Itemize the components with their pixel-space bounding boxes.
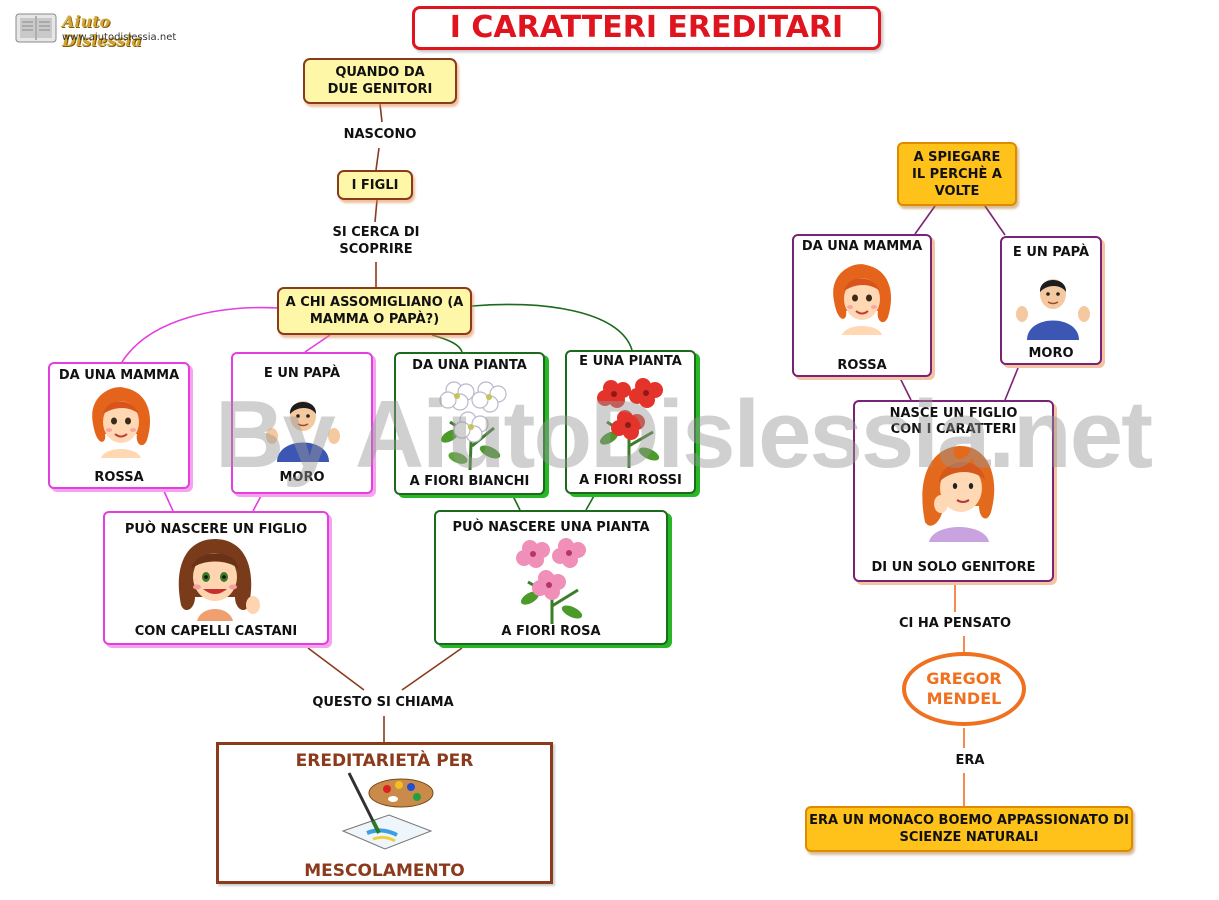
palette-brush-icon (341, 772, 434, 850)
plant-red-bottom: A FIORI ROSSI (579, 473, 682, 488)
red-flower-icon (597, 378, 663, 468)
children-box: I FIGLI (337, 170, 413, 200)
brown-haired-girl-icon (178, 539, 260, 621)
monk-box: ERA UN MONACO BOEMO APPASSIONATO DI SCIE… (805, 806, 1133, 852)
logo-name: Aiuto Dislessia (62, 12, 142, 50)
red-haired-woman-icon (833, 264, 892, 335)
result-top: EREDITARIETÀ PER (295, 751, 474, 771)
resemble-box-text: A CHI ASSOMIGLIANO (A MAMMA O PAPÀ?) (285, 295, 464, 327)
child-card: PUÒ NASCERE UN FIGLIO CON CAPELLI CASTAN… (103, 511, 329, 645)
link-nascono: NASCONO (343, 127, 417, 142)
link-questo: QUESTO SI CHIAMA (312, 695, 454, 710)
children-box-text: I FIGLI (351, 177, 399, 193)
result-box: EREDITARIETÀ PER MESCOLAMENTO (216, 742, 553, 884)
plant-white-top: DA UNA PIANTA (412, 358, 527, 373)
plant-red-card: E UNA PIANTA A FIORI ROSSI (565, 350, 696, 494)
dark-haired-man-icon (266, 401, 340, 462)
right-dad-bottom: MORO (1028, 346, 1074, 361)
plant-white-card: DA UNA PIANTA A FIORI BIANCHI (394, 352, 545, 495)
right-child-bottom: DI UN SOLO GENITORE (871, 560, 1036, 575)
scientist-ellipse: GREGOR MENDEL (902, 652, 1026, 726)
right-dad-card: E UN PAPÀ MORO (1000, 236, 1102, 365)
resemble-box: A CHI ASSOMIGLIANO (A MAMMA O PAPÀ?) (277, 287, 472, 335)
right-mom-bottom: ROSSA (837, 358, 887, 373)
right-mom-top: DA UNA MAMMA (801, 239, 923, 254)
dad-card-bottom: MORO (279, 470, 325, 485)
mom-card: DA UNA MAMMA ROSSA (48, 362, 190, 489)
plant-pink-top: PUÒ NASCERE UNA PIANTA (452, 520, 650, 535)
child-card-bottom: CON CAPELLI CASTANI (134, 624, 298, 639)
right-mom-card: DA UNA MAMMA ROSSA (792, 234, 932, 377)
link-si-cerca: SI CERCA DI SCOPRIRE (332, 225, 420, 257)
dark-haired-man-icon (1016, 279, 1090, 340)
right-child-top: NASCE UN FIGLIO CON I CARATTERI (889, 406, 1018, 437)
red-haired-woman-icon (92, 387, 151, 458)
page-title: I CARATTERI EREDITARI (412, 6, 881, 50)
logo: Aiuto Dislessia www.aiutodislessia.net (14, 10, 180, 50)
explain-box: A SPIEGARE IL PERCHÈ A VOLTE (897, 142, 1017, 206)
link-era: ERA (955, 753, 985, 768)
book-logo-icon (15, 13, 57, 43)
red-haired-girl-icon (922, 446, 995, 542)
plant-pink-card: PUÒ NASCERE UNA PIANTA A FIORI ROSA (434, 510, 668, 645)
dad-card-top: E UN PAPÀ (263, 366, 341, 381)
explain-box-text: A SPIEGARE IL PERCHÈ A VOLTE (912, 149, 1002, 199)
plant-pink-bottom: A FIORI ROSA (501, 624, 601, 639)
right-child-card: NASCE UN FIGLIO CON I CARATTERI DI UN SO… (853, 400, 1054, 582)
plant-red-top: E UNA PIANTA (579, 354, 682, 369)
watermark: By AiutoDislessia.net (215, 381, 1153, 488)
pink-flower-icon (516, 538, 586, 624)
white-flower-icon (439, 381, 507, 471)
result-bottom: MESCOLAMENTO (304, 861, 465, 881)
logo-url: www.aiutodislessia.net (62, 32, 177, 43)
scientist-name: GREGOR MENDEL (926, 669, 1002, 708)
monk-box-text: ERA UN MONACO BOEMO APPASSIONATO DI SCIE… (809, 813, 1129, 845)
mom-card-top: DA UNA MAMMA (58, 368, 180, 383)
parents-box-text: QUANDO DA DUE GENITORI (327, 65, 433, 97)
parents-box: QUANDO DA DUE GENITORI (303, 58, 457, 104)
right-dad-top: E UN PAPÀ (1012, 245, 1090, 260)
mom-card-bottom: ROSSA (94, 470, 144, 485)
plant-white-bottom: A FIORI BIANCHI (409, 474, 530, 489)
link-pensato: CI HA PENSATO (899, 616, 1011, 631)
child-card-top: PUÒ NASCERE UN FIGLIO (124, 522, 308, 537)
dad-card: E UN PAPÀ MORO (231, 352, 373, 494)
